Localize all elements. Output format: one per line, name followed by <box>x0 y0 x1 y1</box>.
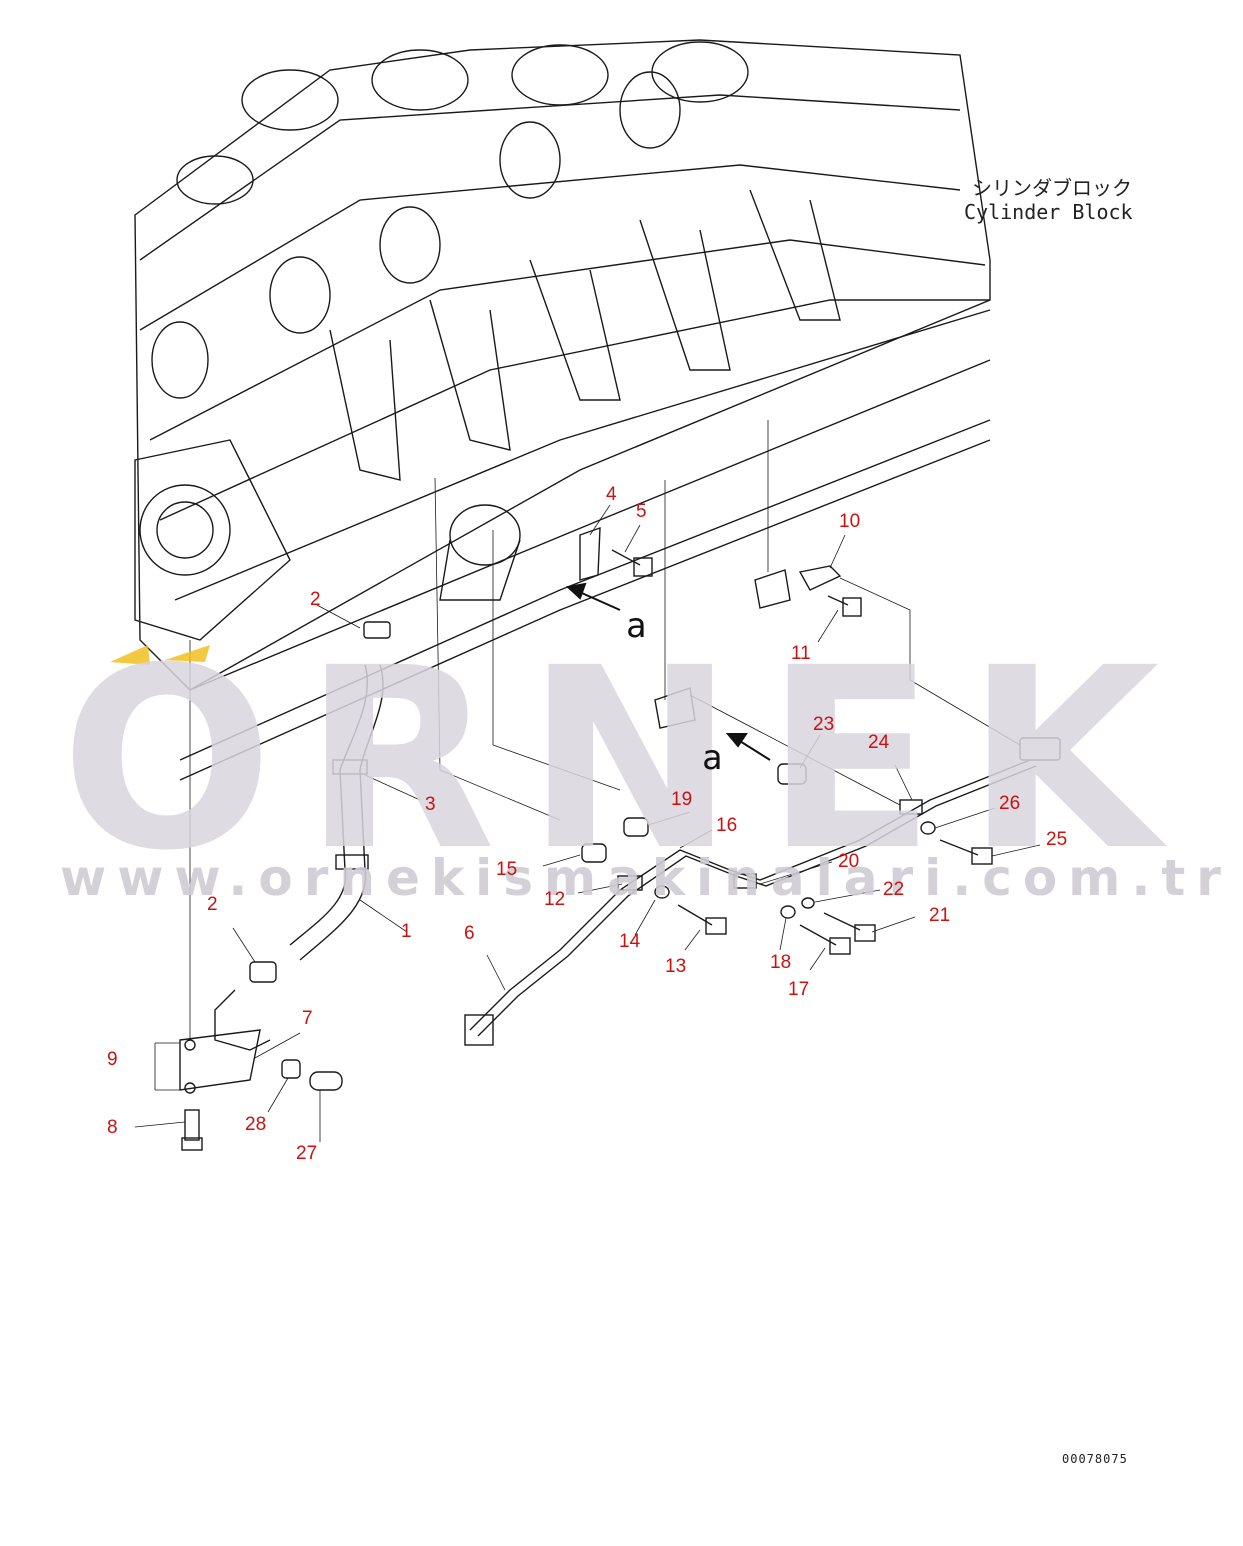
callout-16: 16 <box>716 815 738 836</box>
callout-24: 24 <box>868 732 890 753</box>
watermark-url: www.ornekismakinalari.com.tr <box>60 849 1232 907</box>
callout-15: 15 <box>496 859 518 880</box>
callout-11: 11 <box>791 643 811 664</box>
view-marker-a: a <box>626 606 647 646</box>
callout-7: 7 <box>302 1008 313 1029</box>
callout-17: 17 <box>788 979 810 1000</box>
callout-3: 3 <box>425 794 436 815</box>
callout-4: 4 <box>606 484 617 505</box>
callout-13: 13 <box>665 956 687 977</box>
callout-2: 2 <box>310 589 321 610</box>
block-label-jp: シリンダブロック <box>972 176 1132 200</box>
callout-5: 5 <box>636 501 647 522</box>
callout-18: 18 <box>770 952 792 973</box>
callout-8: 8 <box>107 1117 118 1138</box>
callout-12: 12 <box>544 889 566 910</box>
accent-marker <box>110 645 210 665</box>
callout-26: 26 <box>999 793 1021 814</box>
callout-22: 22 <box>883 879 905 900</box>
block-label-en: Cylinder Block <box>964 200 1133 224</box>
callout-19: 19 <box>671 789 693 810</box>
callout-25: 25 <box>1046 829 1068 850</box>
callout-10: 10 <box>839 511 861 532</box>
watermark-brand: ORNEK <box>60 614 1190 905</box>
view-marker-a: a <box>702 738 723 778</box>
callout-28: 28 <box>245 1114 267 1135</box>
callout-21: 21 <box>929 905 951 926</box>
document-number: 00078075 <box>1062 1452 1128 1466</box>
callout-20: 20 <box>838 851 860 872</box>
callout-23: 23 <box>813 714 835 735</box>
callout-1: 1 <box>401 921 412 942</box>
callout-6: 6 <box>464 923 475 944</box>
callout-14: 14 <box>619 931 641 952</box>
callout-2: 2 <box>207 894 218 915</box>
callout-27: 27 <box>296 1143 318 1164</box>
callout-9: 9 <box>107 1049 118 1070</box>
